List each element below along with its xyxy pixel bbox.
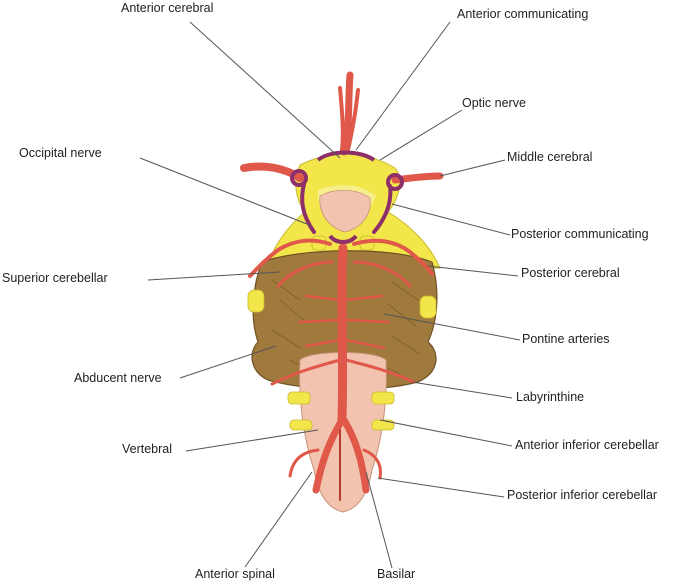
- label-abducent-nerve: Abducent nerve: [74, 371, 162, 385]
- label-posterior-cerebral: Posterior cerebral: [521, 266, 620, 280]
- label-anterior-communicating: Anterior communicating: [457, 7, 589, 21]
- arteries: [240, 71, 444, 501]
- label-anterior-spinal: Anterior spinal: [195, 567, 275, 581]
- label-anterior-cerebral: Anterior cerebral: [121, 1, 214, 15]
- label-posterior-inferior-cerebellar: Posterior inferior cerebellar: [507, 488, 658, 502]
- label-occipital-nerve: Occipital nerve: [19, 146, 102, 160]
- label-vertebral: Vertebral: [122, 442, 173, 456]
- label-optic-nerve: Optic nerve: [462, 96, 526, 110]
- label-anterior-inferior-cerebellar: Anterior inferior cerebellar: [515, 438, 659, 452]
- leader-lines: [139, 21, 521, 569]
- pituitary-region: [319, 189, 371, 233]
- circle-of-willis: [290, 150, 404, 244]
- label-middle-cerebral: Middle cerebral: [507, 150, 593, 164]
- label-superior-cerebellar: Superior cerebellar: [2, 271, 108, 285]
- label-labyrinthine: Labyrinthine: [516, 390, 585, 404]
- label-posterior-communicating: Posterior communicating: [511, 227, 649, 241]
- label-basilar: Basilar: [377, 567, 416, 581]
- label-pontine-arteries: Pontine arteries: [522, 332, 610, 346]
